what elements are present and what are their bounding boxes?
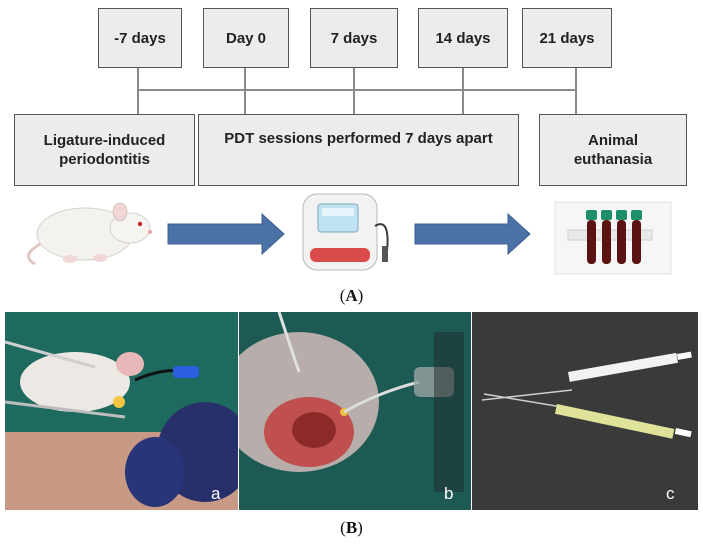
syringe-2 <box>483 393 692 439</box>
event-box-ligature: Ligature-induced periodontitis <box>14 114 195 186</box>
timeline-box-minus7: -7 days <box>98 8 182 68</box>
timeline-label: 14 days <box>435 29 491 47</box>
photo-panel-b: b <box>239 312 471 510</box>
timeline-label: 7 days <box>330 29 378 47</box>
surgery-photo-b <box>239 312 471 510</box>
timeline-connectors <box>137 68 577 114</box>
event-box-pdt: PDT sessions performed 7 days apart <box>198 114 519 186</box>
photo-label-c: c <box>666 484 675 503</box>
timeline-box-day14: 14 days <box>418 8 508 68</box>
photo-panel-c: c <box>472 312 698 510</box>
caption-panel-a: (A) <box>339 286 364 305</box>
rat-illustration <box>27 202 152 266</box>
photo-panel-a: a <box>5 312 238 510</box>
timeline-label: 21 days <box>539 29 595 47</box>
timeline-box-day21: 21 days <box>522 8 612 68</box>
syringe-1 <box>481 351 692 401</box>
caption-panel-b: (B) <box>340 518 363 537</box>
event-label: Animal euthanasia <box>573 132 653 168</box>
syringes-photo-c <box>472 312 698 510</box>
caption-letter: B <box>345 518 358 537</box>
event-box-euthanasia: Animal euthanasia <box>539 114 687 186</box>
surgery-photo-a <box>5 312 238 510</box>
timeline-label: Day 0 <box>225 29 267 47</box>
process-illustrations <box>27 193 672 275</box>
timeline-box-day0: Day 0 <box>203 8 289 68</box>
event-label: Ligature-induced periodontitis <box>43 132 166 168</box>
event-label: PDT sessions performed 7 days apart <box>224 130 493 147</box>
photo-label-a: a <box>211 484 221 503</box>
blood-tubes-illustration <box>554 201 672 275</box>
caption-letter: A <box>345 286 358 305</box>
photo-label-b: b <box>444 484 454 503</box>
laser-device-illustration <box>302 193 389 271</box>
timeline-box-day7: 7 days <box>310 8 398 68</box>
arrow-right-icon <box>167 212 285 256</box>
arrow-right-icon <box>414 212 531 256</box>
timeline-label: -7 days <box>114 29 166 47</box>
